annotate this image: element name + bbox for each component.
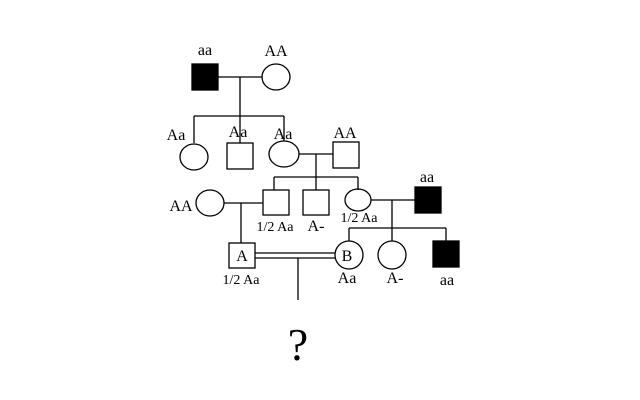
gen1-mother-female [261,63,291,91]
gen3-son2-male [302,189,330,216]
gen2-child3-label: Aa [274,126,293,143]
offspring-question-mark: ? [288,319,308,370]
gen4-individual-a-label: 1/2 Aa [223,273,261,288]
gen2-child1-label: Aa [167,127,186,144]
gen4-sister-female [377,240,407,270]
gen3-affected-spouse-label: aa [420,169,434,186]
gen4-individual-a-male [228,242,256,269]
gen3-son-label: 1/2 Aa [257,220,295,235]
gen1-father-label: aa [198,42,212,59]
gen4-individual-b-label: Aa [338,270,357,287]
gen3-affected-spouse-male [414,186,442,214]
gen4-individual-a-letter: A [236,248,248,265]
gen2-spouse-male [332,141,360,169]
gen3-left-spouse-label: AA [169,198,193,215]
gen2-spouse-label: AA [333,125,357,142]
gen2-child2-male [226,142,254,170]
gen4-individual-b-letter: B [342,248,353,265]
gen4-affected-brother-male [432,240,460,268]
gen1-father-affected-male [191,63,219,91]
gen3-daughter-label: 1/2 Aa [341,211,379,226]
gen3-left-spouse-female [195,189,225,217]
gen1-mother-label: AA [264,43,288,60]
gen3-son-male [262,189,290,216]
gen4-affected-brother-label: aa [440,272,454,289]
gen2-child2-label: Aa [229,124,248,141]
gen3-daughter-female [344,188,372,212]
gen4-individual-b-female [334,240,364,270]
gen2-child3-female [268,140,300,168]
gen3-son2-label: A- [308,218,325,235]
gen2-child1-female [179,143,209,171]
gen4-sister-label: A- [387,270,404,287]
